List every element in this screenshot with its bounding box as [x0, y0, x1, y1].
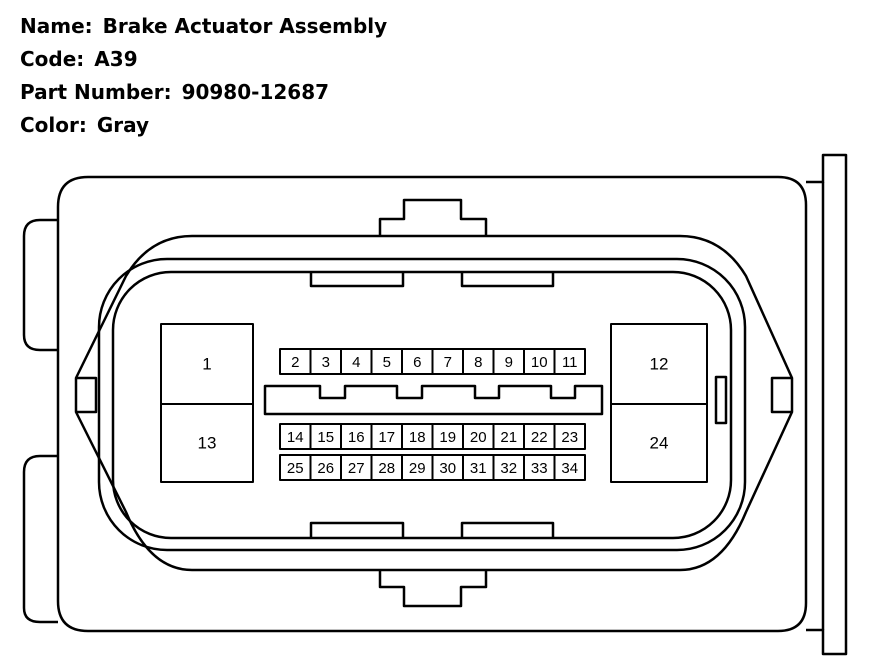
- pin-cell-13: [160, 403, 254, 483]
- pin-label-19: 19: [439, 429, 456, 446]
- part-number-label: Part Number:: [20, 80, 172, 104]
- color-row: Color: Gray: [20, 109, 387, 142]
- left-notch: [76, 376, 98, 414]
- inner-cavity: [111, 270, 733, 540]
- part-number-row: Part Number: 90980-12687: [20, 76, 387, 109]
- bottom-key: [378, 570, 488, 608]
- pin-label-21: 21: [500, 429, 517, 446]
- pin-label-23: 23: [561, 429, 578, 446]
- pin-label-6: 6: [413, 354, 421, 371]
- color-value: Gray: [96, 113, 150, 137]
- part-number-value: 90980-12687: [181, 80, 330, 104]
- pin-label-13: 13: [198, 434, 217, 453]
- pin-label-16: 16: [348, 429, 365, 446]
- pin-label-18: 18: [409, 429, 426, 446]
- inner-cavity-outer: [97, 257, 747, 552]
- pin-label-15: 15: [317, 429, 334, 446]
- connector-info: Name: Brake Actuator Assembly Code: A39 Pa…: [20, 10, 387, 142]
- pin-cell-34: [553, 454, 586, 481]
- pin-label-17: 17: [378, 429, 395, 446]
- pin-label-22: 22: [531, 429, 548, 446]
- name-value: Brake Actuator Assembly: [102, 14, 388, 38]
- pin-label-29: 29: [409, 460, 426, 477]
- pin-cell-24: [610, 403, 708, 483]
- large-pin-blocks: [160, 323, 708, 483]
- pin-label-26: 26: [317, 460, 334, 477]
- pin-label-5: 5: [383, 354, 391, 371]
- pin-label-8: 8: [474, 354, 482, 371]
- pin-label-7: 7: [444, 354, 452, 371]
- right-latch-bar: [806, 153, 848, 656]
- bottom-guide-right: [460, 521, 555, 538]
- pin-label-27: 27: [348, 460, 365, 477]
- left-lower-tab: [22, 454, 58, 624]
- code-value: A39: [94, 47, 138, 71]
- pin-label-28: 28: [378, 460, 395, 477]
- housing-outline: [56, 175, 808, 633]
- pin-label-10: 10: [531, 354, 548, 371]
- pin-label-34: 34: [561, 460, 578, 477]
- middle-contour: [74, 234, 794, 572]
- right-notch: [770, 376, 792, 414]
- pin-label-3: 3: [322, 354, 330, 371]
- pin-label-2: 2: [291, 354, 299, 371]
- top-key: [378, 198, 488, 236]
- pin-label-30: 30: [439, 460, 456, 477]
- pin-label-24: 24: [650, 434, 669, 453]
- top-guide-left: [309, 272, 405, 288]
- pin-label-20: 20: [470, 429, 487, 446]
- pin-label-33: 33: [531, 460, 548, 477]
- pin-label-32: 32: [500, 460, 517, 477]
- right-notch-detail: [714, 375, 728, 425]
- pin-label-31: 31: [470, 460, 487, 477]
- pin-label-25: 25: [287, 460, 304, 477]
- pin-label-14: 14: [287, 429, 304, 446]
- pin-separator-bar: [263, 384, 604, 416]
- large-pin-labels: 1 13 12 24: [198, 355, 669, 453]
- top-guide-right: [460, 272, 555, 288]
- pin-label-9: 9: [505, 354, 513, 371]
- pin-cell-11: [553, 348, 586, 375]
- color-label: Color:: [20, 113, 87, 137]
- code-label: Code:: [20, 47, 85, 71]
- left-upper-tab: [22, 218, 58, 352]
- pin-label-4: 4: [352, 354, 360, 371]
- name-row: Name: Brake Actuator Assembly: [20, 10, 387, 43]
- pin-cell-23: [553, 423, 586, 450]
- code-row: Code: A39: [20, 43, 387, 76]
- bottom-guide-left: [309, 521, 405, 538]
- pin-label-1: 1: [202, 355, 211, 374]
- pin-label-12: 12: [650, 355, 669, 374]
- name-label: Name:: [20, 14, 93, 38]
- pin-label-11: 11: [562, 354, 578, 371]
